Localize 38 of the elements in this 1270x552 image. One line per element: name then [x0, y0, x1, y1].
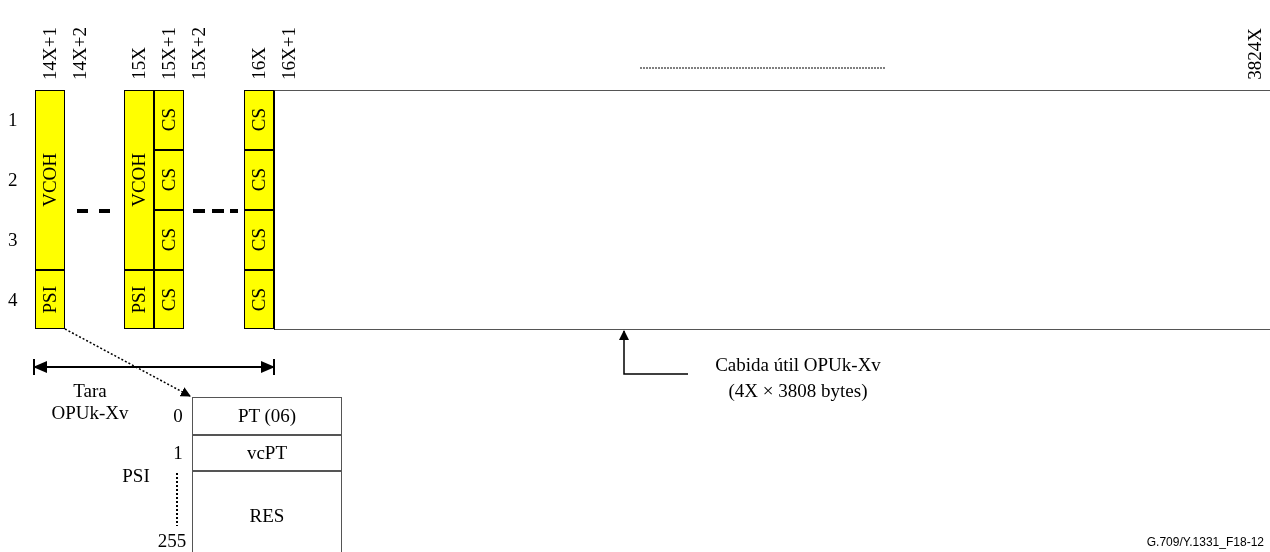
column-number: 16X+1 [279, 27, 299, 80]
column-number: 15X+2 [189, 27, 209, 80]
control-field: CS [244, 210, 274, 270]
overhead-field: VCOH [124, 90, 154, 270]
control-field: CS [244, 150, 274, 210]
column-number: 15X+1 [159, 27, 179, 80]
row-number: 3 [8, 230, 18, 249]
table-row: PT (06) [192, 397, 342, 435]
indicator-field: PSI [124, 270, 154, 329]
column-number: 16X [249, 47, 269, 80]
row-number: 2 [8, 170, 18, 189]
overhead-field: VCOH [35, 90, 65, 270]
payload-area [274, 90, 1270, 330]
callout-text: Cabida útil OPUk-Xv [715, 353, 881, 377]
table-row: RES [192, 471, 342, 552]
column-number: 3824X [1245, 28, 1265, 80]
control-field: CS [154, 90, 184, 150]
control-field: CS [154, 270, 184, 329]
control-field: CS [244, 90, 274, 150]
table-row: vcPT [192, 435, 342, 471]
control-field: CS [154, 150, 184, 210]
dimension-label: Tara OPUk-Xv [50, 380, 130, 424]
indicator-field: PSI [35, 270, 65, 329]
index-label: PSI [122, 466, 150, 485]
control-field: CS [244, 270, 274, 329]
callout-text: (4X × 3808 bytes) [728, 379, 868, 403]
column-number: 15X [129, 47, 149, 80]
column-number: 14X+1 [40, 27, 60, 80]
index-label: 255 [157, 531, 187, 550]
index-label: 1 [173, 443, 183, 462]
row-number: 4 [8, 290, 18, 309]
figure-id: G.709/Y.1331_F18-12 [1146, 536, 1264, 548]
arrow [64, 328, 191, 397]
index-label: 0 [173, 406, 183, 425]
column-number: 14X+2 [70, 27, 90, 80]
row-number: 1 [8, 110, 18, 129]
control-field: CS [154, 210, 184, 270]
arrow [619, 330, 689, 375]
